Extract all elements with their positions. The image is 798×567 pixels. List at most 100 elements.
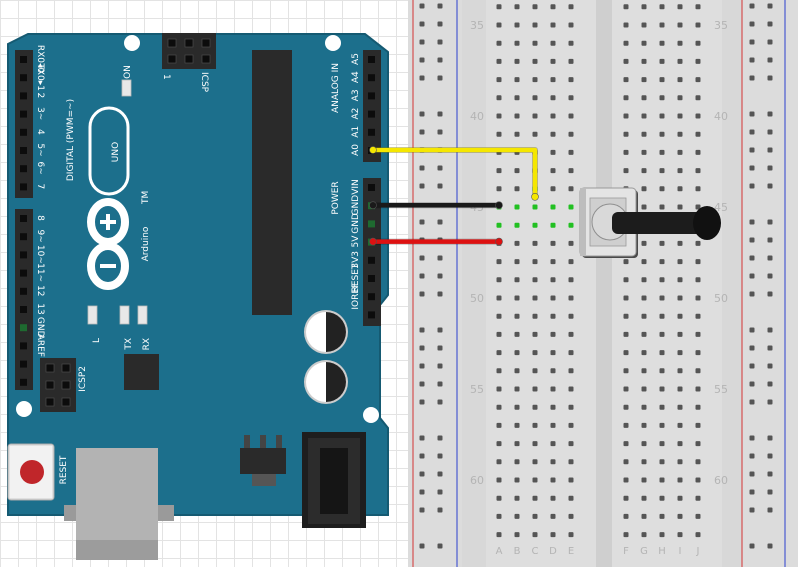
breadboard-hole[interactable]	[496, 422, 502, 428]
breadboard-hole[interactable]	[514, 386, 520, 392]
power-pin[interactable]	[368, 275, 375, 282]
breadboard-hole[interactable]	[677, 95, 683, 101]
breadboard-hole[interactable]	[659, 368, 665, 374]
breadboard-hole[interactable]	[550, 259, 556, 265]
rail-hole[interactable]	[419, 471, 425, 477]
icsp2-pin[interactable]	[45, 380, 55, 390]
breadboard-hole[interactable]	[532, 532, 538, 538]
breadboard-hole[interactable]	[568, 477, 574, 483]
analog-pin[interactable]	[368, 56, 375, 63]
breadboard-hole[interactable]	[496, 22, 502, 28]
breadboard-hole[interactable]	[550, 95, 556, 101]
breadboard-hole[interactable]	[550, 204, 556, 210]
breadboard-hole[interactable]	[532, 495, 538, 501]
breadboard-hole[interactable]	[568, 77, 574, 83]
breadboard-hole[interactable]	[532, 295, 538, 301]
rail-hole[interactable]	[437, 453, 443, 459]
rail-hole[interactable]	[419, 165, 425, 171]
rail-hole[interactable]	[767, 129, 773, 135]
rail-hole[interactable]	[437, 57, 443, 63]
breadboard-hole[interactable]	[659, 386, 665, 392]
rail-hole[interactable]	[749, 111, 755, 117]
breadboard-hole[interactable]	[514, 58, 520, 64]
breadboard-hole[interactable]	[532, 259, 538, 265]
breadboard-hole[interactable]	[659, 131, 665, 137]
breadboard-hole[interactable]	[677, 113, 683, 119]
rail-hole[interactable]	[437, 273, 443, 279]
breadboard-hole[interactable]	[550, 386, 556, 392]
digital-pin[interactable]	[20, 56, 27, 63]
potentiometer-shaft[interactable]	[612, 212, 706, 234]
rail-hole[interactable]	[437, 75, 443, 81]
rail-hole[interactable]	[767, 75, 773, 81]
breadboard-hole[interactable]	[641, 204, 647, 210]
breadboard-hole[interactable]	[550, 477, 556, 483]
rail-hole[interactable]	[767, 399, 773, 405]
breadboard-hole[interactable]	[695, 350, 701, 356]
rail-hole[interactable]	[749, 147, 755, 153]
reset-button[interactable]	[7, 443, 55, 501]
breadboard-hole[interactable]	[695, 58, 701, 64]
breadboard-hole[interactable]	[514, 277, 520, 283]
breadboard-hole[interactable]	[641, 113, 647, 119]
rail-hole[interactable]	[419, 129, 425, 135]
breadboard-hole[interactable]	[623, 422, 629, 428]
rail-hole[interactable]	[749, 129, 755, 135]
rail-hole[interactable]	[437, 399, 443, 405]
potentiometer-knob[interactable]	[693, 206, 721, 240]
breadboard-hole[interactable]	[677, 404, 683, 410]
breadboard-hole[interactable]	[532, 95, 538, 101]
breadboard-hole[interactable]	[695, 495, 701, 501]
breadboard-hole[interactable]	[623, 459, 629, 465]
rail-hole[interactable]	[419, 399, 425, 405]
breadboard-hole[interactable]	[532, 422, 538, 428]
breadboard-hole[interactable]	[568, 186, 574, 192]
rail-hole[interactable]	[749, 57, 755, 63]
breadboard-hole[interactable]	[623, 513, 629, 519]
breadboard-hole[interactable]	[550, 513, 556, 519]
breadboard-hole[interactable]	[568, 441, 574, 447]
breadboard-hole[interactable]	[496, 532, 502, 538]
rail-hole[interactable]	[767, 435, 773, 441]
icsp-pin[interactable]	[201, 54, 211, 64]
breadboard-hole[interactable]	[568, 313, 574, 319]
breadboard-hole[interactable]	[532, 513, 538, 519]
breadboard-hole[interactable]	[532, 222, 538, 228]
power-pin[interactable]	[368, 256, 375, 264]
breadboard-hole[interactable]	[550, 149, 556, 155]
breadboard-hole[interactable]	[550, 313, 556, 319]
icsp-pin[interactable]	[184, 54, 194, 64]
breadboard-hole[interactable]	[550, 441, 556, 447]
rail-hole[interactable]	[437, 489, 443, 495]
breadboard-hole[interactable]	[641, 40, 647, 46]
breadboard-hole[interactable]	[641, 368, 647, 374]
breadboard-hole[interactable]	[532, 277, 538, 283]
breadboard-hole[interactable]	[568, 404, 574, 410]
rail-hole[interactable]	[749, 489, 755, 495]
breadboard-hole[interactable]	[568, 222, 574, 228]
icsp-pin[interactable]	[167, 38, 177, 48]
breadboard-hole[interactable]	[659, 240, 665, 246]
breadboard-hole[interactable]	[695, 277, 701, 283]
analog-pin[interactable]	[368, 110, 375, 118]
rail-hole[interactable]	[419, 75, 425, 81]
rail-hole[interactable]	[767, 345, 773, 351]
breadboard-hole[interactable]	[641, 240, 647, 246]
rail-hole[interactable]	[749, 21, 755, 27]
breadboard-hole[interactable]	[641, 422, 647, 428]
breadboard-hole[interactable]	[568, 295, 574, 301]
rail-hole[interactable]	[749, 219, 755, 225]
breadboard-hole[interactable]	[496, 277, 502, 283]
rail-hole[interactable]	[419, 57, 425, 63]
breadboard-hole[interactable]	[568, 350, 574, 356]
breadboard-hole[interactable]	[641, 459, 647, 465]
breadboard-hole[interactable]	[659, 532, 665, 538]
breadboard-hole[interactable]	[677, 313, 683, 319]
breadboard-hole[interactable]	[659, 459, 665, 465]
breadboard-hole[interactable]	[568, 149, 574, 155]
breadboard-hole[interactable]	[659, 113, 665, 119]
breadboard-hole[interactable]	[659, 149, 665, 155]
breadboard-hole[interactable]	[514, 168, 520, 174]
rail-hole[interactable]	[767, 507, 773, 513]
breadboard-hole[interactable]	[659, 168, 665, 174]
